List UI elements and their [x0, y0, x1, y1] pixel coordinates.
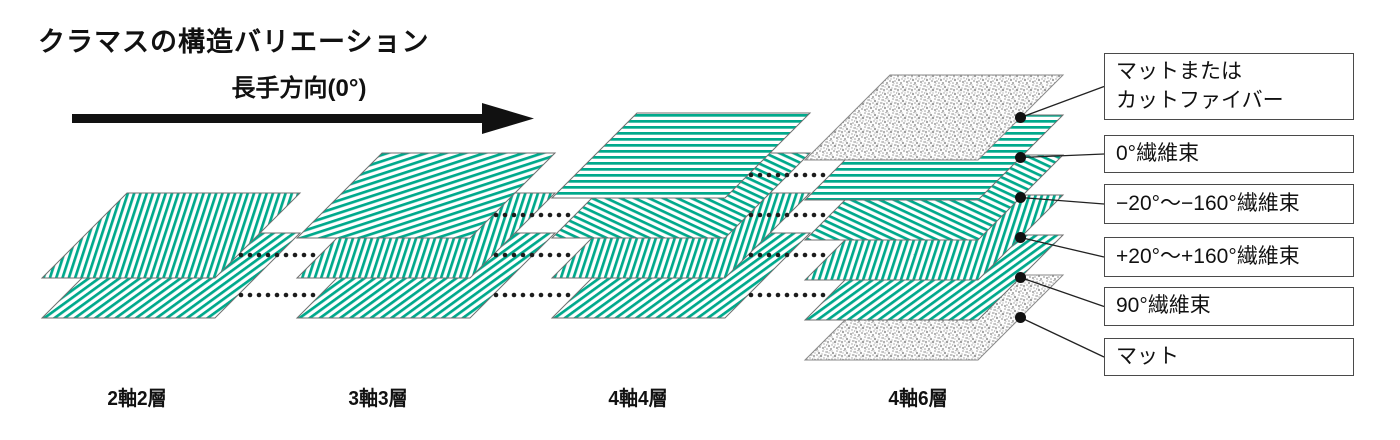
layer-mat [803, 74, 1065, 161]
stack-4軸4層 [550, 112, 812, 319]
legend-text: −20°〜−160°繊維束 [1116, 191, 1300, 215]
layer-fiber-0 [550, 112, 812, 199]
direction-arrow [72, 103, 534, 134]
legend-text: 90°繊維束 [1116, 294, 1211, 318]
alignment-dotted-line [748, 252, 826, 258]
legend-text: マットまたは [1116, 59, 1242, 83]
layer-fiber-pos-bias [40, 192, 302, 279]
legend-box-mat-or-cut-fiber: マットまたは カットファイバー [1104, 53, 1354, 120]
alignment-dotted-line [493, 212, 571, 218]
layer-marker-dot [1015, 312, 1026, 323]
leader-line [1020, 85, 1105, 119]
layer-marker-dot [1015, 272, 1026, 283]
layer-marker-dot [1015, 152, 1026, 163]
legend-box-mat: マット [1104, 338, 1354, 376]
stack-label-3axis3ply: 3軸3層 [348, 388, 408, 410]
layer-marker-dot [1015, 232, 1026, 243]
legend-box-neg20-fiber: −20°〜−160°繊維束 [1104, 184, 1354, 224]
legend-box-0deg-fiber: 0°繊維束 [1104, 135, 1354, 173]
leader-line [1020, 153, 1105, 159]
stack-4軸6層 [803, 74, 1065, 361]
legend-text: カットファイバー [1116, 88, 1284, 112]
stack-label-4axis6ply: 4軸6層 [888, 388, 948, 410]
leader-line [1020, 276, 1105, 308]
leader-line [1020, 316, 1105, 358]
diagram-title: クラマスの構造バリエーション [38, 27, 430, 57]
alignment-dotted-line [238, 252, 316, 258]
alignment-dotted-line [748, 212, 826, 218]
leader-line [1020, 236, 1105, 258]
stack-3軸3層 [295, 152, 557, 319]
arrow-shaft [72, 114, 482, 123]
alignment-dotted-line [748, 292, 826, 298]
legend-box-90deg-fiber: 90°繊維束 [1104, 287, 1354, 326]
layer-marker-dot [1015, 192, 1026, 203]
alignment-dotted-line [748, 172, 826, 178]
legend-text: +20°〜+160°繊維束 [1116, 244, 1300, 268]
legend-box-pos20-fiber: +20°〜+160°繊維束 [1104, 237, 1354, 277]
stack-label-4axis4ply: 4軸4層 [608, 388, 668, 410]
layer-fiber-low-bias [295, 152, 557, 239]
legend-text: 0°繊維束 [1116, 141, 1200, 165]
stack-label-2axis2ply: 2軸2層 [107, 388, 167, 410]
leader-line [1020, 196, 1105, 205]
longitudinal-direction-label: 長手方向(0°) [231, 75, 367, 102]
alignment-dotted-line [493, 292, 571, 298]
arrow-head-icon [482, 103, 534, 134]
alignment-dotted-line [493, 252, 571, 258]
alignment-dotted-line [238, 292, 316, 298]
legend-text: マット [1116, 344, 1179, 368]
layer-marker-dot [1015, 112, 1026, 123]
stack-2軸2層 [40, 192, 302, 319]
